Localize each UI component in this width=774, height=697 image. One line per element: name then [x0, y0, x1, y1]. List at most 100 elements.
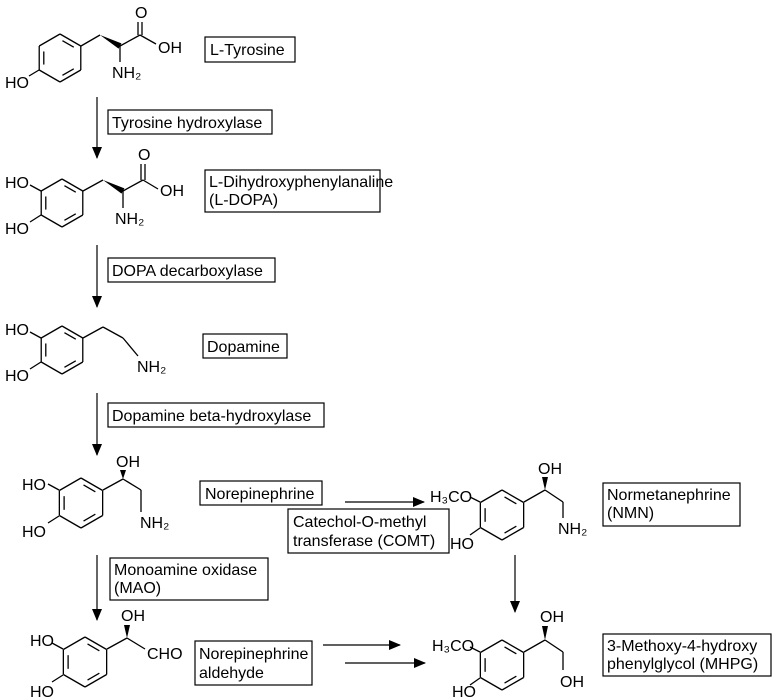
bond	[40, 178, 63, 192]
bond	[106, 637, 128, 650]
molecule-aldehyde: HO HO OH CHO	[30, 608, 183, 697]
atom-label: NH₂	[115, 211, 144, 228]
molecule-normetanephrine: H₃CO HO OH NH₂	[430, 461, 587, 553]
bond	[501, 676, 524, 691]
atom-label: OH	[160, 183, 184, 200]
bond	[64, 213, 77, 221]
bond	[504, 675, 517, 684]
enzyme-name: DOPA decarboxylase	[112, 263, 263, 280]
bond	[504, 496, 517, 505]
atom-label: NH₂	[137, 359, 166, 376]
bond	[504, 525, 517, 534]
bond	[544, 639, 564, 653]
bond	[84, 673, 107, 688]
label-tyrosine-hydroxylase: Tyrosine hydroxylase	[107, 109, 273, 135]
compound-name: phenylglycol (MHPG)	[607, 656, 758, 673]
wedge-bond	[542, 626, 548, 640]
bond	[122, 179, 144, 192]
bond	[28, 69, 40, 77]
atom-label: H₃CO	[430, 489, 472, 506]
label-l-tyrosine: L-Tyrosine	[204, 36, 296, 63]
label-l-dopa: L-Dihydroxyphenylanaline (L-DOPA)	[204, 169, 393, 213]
atom-label: HO	[5, 75, 29, 92]
label-mao: Monoamine oxidase (MAO)	[109, 557, 269, 601]
atom-label: HO	[5, 175, 29, 192]
compound-name: L-Tyrosine	[210, 42, 285, 59]
atom-label: NH₂	[112, 65, 141, 82]
bond	[83, 513, 96, 522]
compound-name: aldehyde	[199, 665, 264, 682]
enzyme-name: Catechol-O-methyl	[293, 514, 426, 531]
bond	[480, 489, 503, 504]
bond	[80, 34, 101, 47]
bond	[501, 639, 524, 654]
bond	[61, 325, 84, 339]
bond	[102, 326, 124, 339]
atom-label: H₃CO	[432, 638, 474, 655]
bond	[82, 179, 104, 192]
bond	[61, 178, 84, 192]
atom-label: NH₂	[558, 521, 587, 538]
atom-label: OH	[540, 609, 564, 626]
bond	[62, 68, 75, 76]
atom-label: OH	[121, 608, 145, 625]
atom-label: HO	[5, 322, 29, 339]
compound-name: (NMN)	[607, 505, 654, 522]
bond	[469, 677, 481, 686]
atom-label: CHO	[147, 646, 183, 663]
atom-label: OH	[560, 674, 584, 691]
bond	[82, 326, 104, 339]
molecule-dopa: HO HO O OH NH₂	[5, 147, 184, 238]
molecule-mhpg: H₃CO HO OH OH	[432, 609, 584, 697]
reaction-arrows	[92, 97, 520, 668]
atom-label: HO	[5, 221, 29, 238]
bond	[61, 214, 84, 228]
bond	[501, 489, 524, 504]
label-dopamine: Dopamine	[202, 333, 288, 359]
bond	[29, 361, 42, 370]
bond	[126, 637, 146, 650]
bond	[480, 676, 503, 691]
bond	[469, 646, 481, 653]
atom-label: HO	[22, 477, 46, 494]
atom-label: HO	[5, 368, 29, 385]
bond	[80, 477, 103, 492]
wedge-bond	[100, 35, 122, 49]
bond	[87, 643, 100, 652]
bond	[64, 360, 77, 368]
atom-label: HO	[30, 684, 54, 697]
atom-label: O	[135, 5, 147, 22]
atom-label: OH	[538, 461, 562, 478]
bond	[47, 515, 60, 524]
bond	[40, 325, 63, 339]
enzyme-name: transferase (COMT)	[293, 533, 435, 550]
enzyme-name: Monoamine oxidase	[114, 562, 257, 579]
bond	[59, 69, 82, 83]
bond	[102, 478, 124, 491]
bond	[64, 332, 77, 340]
atom-label: HO	[22, 524, 46, 541]
bond	[501, 526, 524, 541]
bond	[63, 673, 86, 688]
bond	[51, 642, 64, 650]
bond	[59, 514, 82, 529]
compound-name: Normetanephrine	[607, 487, 731, 504]
bond	[62, 40, 75, 48]
atom-label: NH₂	[140, 515, 169, 532]
compound-name: Norepinephrine	[205, 486, 315, 503]
atom-label: HO	[450, 536, 474, 553]
bond	[544, 489, 564, 503]
bond	[139, 34, 157, 45]
label-dopa-decarboxylase: DOPA decarboxylase	[107, 257, 276, 283]
bond	[40, 214, 63, 228]
atom-label: OH	[158, 40, 182, 57]
bond	[64, 185, 77, 193]
enzyme-name: (MAO)	[114, 580, 161, 597]
bond	[29, 184, 42, 192]
wedge-bond	[103, 180, 125, 194]
bond	[83, 484, 96, 493]
bond	[63, 636, 86, 651]
bond	[59, 33, 82, 47]
bond	[38, 33, 61, 47]
